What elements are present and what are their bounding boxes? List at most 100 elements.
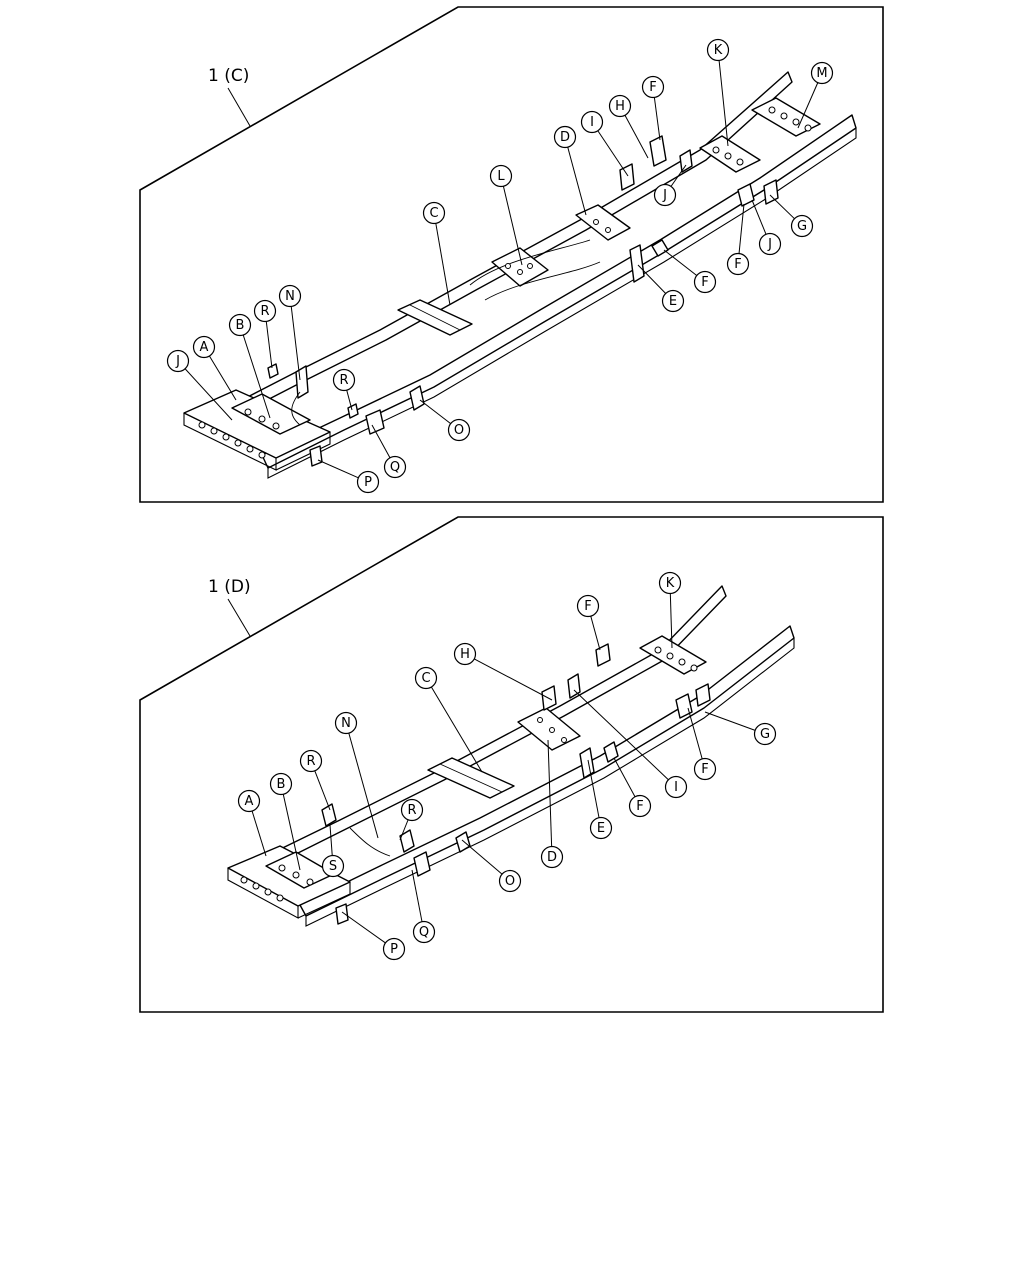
callout-letter: J bbox=[175, 354, 180, 369]
callout-c-g: G bbox=[769, 194, 814, 238]
callout-bubble bbox=[641, 75, 665, 99]
callout-d-a: A bbox=[237, 789, 267, 857]
callout-c-d: D bbox=[553, 125, 587, 216]
callout-c-o: O bbox=[419, 399, 471, 442]
callout-letter: O bbox=[454, 423, 464, 438]
callout-c-f2: F bbox=[726, 203, 750, 276]
panel-1d-title-leader bbox=[227, 598, 251, 637]
callout-bubble bbox=[383, 455, 407, 479]
callout-leader bbox=[399, 819, 409, 841]
callout-bubble bbox=[628, 794, 652, 818]
callout-letter: Q bbox=[419, 925, 429, 940]
callout-bubble bbox=[706, 38, 730, 62]
callout-bubble bbox=[540, 845, 564, 869]
callout-leader bbox=[435, 223, 451, 306]
callout-d-h: H bbox=[453, 642, 553, 701]
callout-bubble bbox=[253, 299, 277, 323]
callout-bubble bbox=[608, 94, 632, 118]
callout-leader bbox=[282, 794, 301, 871]
callout-letter: O bbox=[505, 874, 515, 889]
callout-leader bbox=[547, 739, 553, 847]
callout-bubble bbox=[334, 711, 358, 735]
callout-letter: H bbox=[460, 647, 470, 662]
callout-bubble bbox=[489, 164, 513, 188]
callout-leader bbox=[769, 194, 795, 220]
callout-leader bbox=[573, 689, 669, 781]
callout-leader bbox=[502, 186, 523, 266]
callout-d-p: P bbox=[341, 911, 406, 961]
callout-leader bbox=[317, 459, 359, 479]
panel-1c-title-leader bbox=[227, 87, 251, 127]
callout-letter: J bbox=[767, 237, 772, 252]
callout-bubble bbox=[658, 571, 682, 595]
callout-bubble bbox=[726, 252, 750, 276]
callout-leader bbox=[208, 355, 237, 401]
callout-d-g: G bbox=[704, 711, 777, 746]
callout-d-o: O bbox=[461, 839, 522, 893]
callout-d-i: I bbox=[573, 689, 688, 799]
callout-c-e: E bbox=[637, 264, 685, 313]
callout-leader bbox=[411, 869, 423, 922]
callout-c-p: P bbox=[317, 459, 380, 494]
callout-bubble bbox=[192, 335, 216, 359]
callout-leader bbox=[251, 810, 267, 857]
callout-letter: E bbox=[597, 821, 605, 836]
callout-d-s: S bbox=[321, 824, 345, 878]
callout-leader bbox=[341, 911, 386, 944]
callout-bubble bbox=[447, 418, 471, 442]
callout-bubble bbox=[332, 368, 356, 392]
callout-leader bbox=[461, 839, 503, 875]
callout-letter: F bbox=[636, 799, 643, 814]
callout-bubble bbox=[810, 61, 834, 85]
callout-bubble bbox=[790, 214, 814, 238]
callout-leader bbox=[474, 658, 553, 701]
callout-d-n: N bbox=[334, 711, 379, 839]
callout-c-k: K bbox=[706, 38, 730, 147]
callout-letter: G bbox=[797, 219, 807, 234]
callout-letter: Q bbox=[390, 460, 400, 475]
panel-1d-frame-drawing bbox=[227, 585, 795, 927]
callout-leader bbox=[290, 306, 301, 381]
callout-bubble bbox=[693, 270, 717, 294]
callout-c-a: A bbox=[192, 335, 237, 401]
callout-letter: B bbox=[277, 777, 286, 792]
callout-leader bbox=[590, 615, 601, 651]
callout-d-k: K bbox=[658, 571, 682, 649]
callout-letter: N bbox=[341, 716, 351, 731]
callout-leader bbox=[587, 759, 600, 818]
callout-bubble bbox=[269, 772, 293, 796]
callout-leader bbox=[430, 686, 483, 773]
callout-bubble bbox=[453, 642, 477, 666]
callout-d-d: D bbox=[540, 739, 564, 869]
callout-letter: L bbox=[497, 169, 505, 184]
callout-bubble bbox=[498, 869, 522, 893]
callout-leader bbox=[184, 368, 233, 421]
callout-d-c: C bbox=[414, 666, 483, 773]
callout-leader bbox=[663, 249, 698, 276]
callout-letter: I bbox=[590, 115, 594, 130]
callout-letter: K bbox=[714, 43, 723, 58]
callout-c-f3: F bbox=[663, 249, 717, 294]
callout-leader bbox=[670, 164, 687, 187]
callout-letter: N bbox=[285, 289, 295, 304]
callout-c-c: C bbox=[422, 201, 451, 306]
callout-c-r1: R bbox=[253, 299, 277, 369]
callout-leader bbox=[371, 424, 391, 459]
callout-letter: C bbox=[429, 206, 438, 221]
callout-c-n: N bbox=[278, 284, 302, 381]
callout-leader bbox=[265, 321, 273, 369]
callout-c-q: Q bbox=[371, 424, 407, 479]
callout-d-f3: F bbox=[613, 757, 652, 818]
callout-letter: I bbox=[674, 780, 678, 795]
panel-1d-title: 1 (D) bbox=[208, 577, 251, 597]
panel-1c-frame bbox=[139, 6, 884, 503]
callout-d-b: B bbox=[269, 772, 301, 871]
callout-leader bbox=[314, 770, 331, 811]
callout-bubble bbox=[661, 289, 685, 313]
callout-leader bbox=[419, 399, 451, 424]
callout-letter: F bbox=[701, 762, 708, 777]
callout-d-f2: F bbox=[687, 707, 717, 781]
callout-letter: R bbox=[306, 754, 315, 769]
callout-letter: D bbox=[547, 850, 557, 865]
